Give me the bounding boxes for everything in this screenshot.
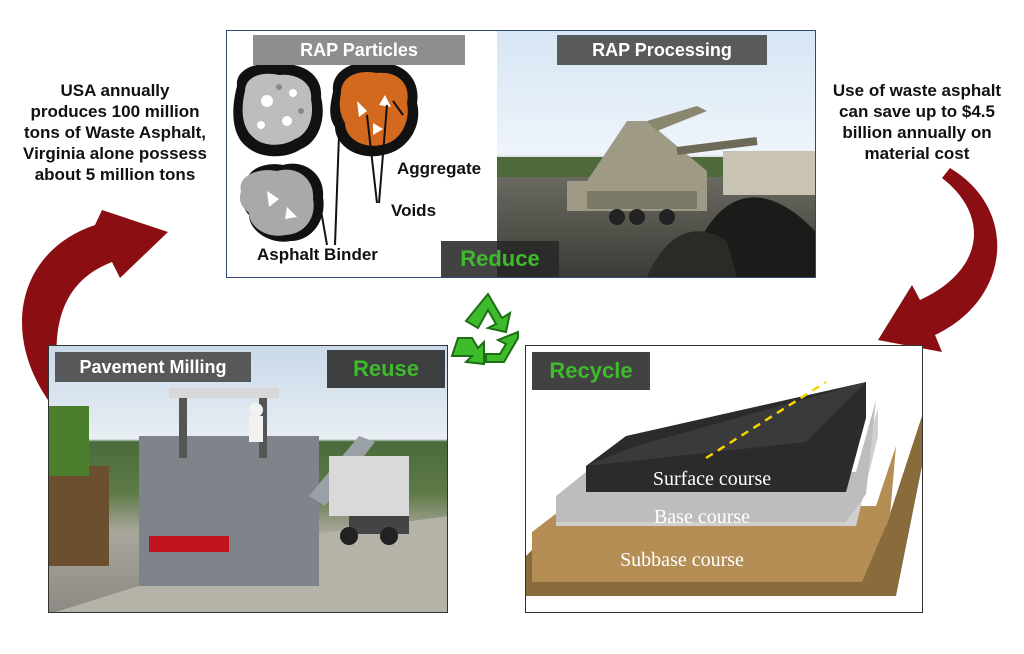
reuse-label: Reuse bbox=[352, 356, 420, 381]
reuse-box: Reuse bbox=[327, 350, 445, 388]
right-note-line: billion annually on bbox=[842, 123, 992, 142]
recycle-box: Recycle bbox=[532, 352, 650, 390]
right-note-line: material cost bbox=[864, 144, 970, 163]
left-note-line: produces 100 million bbox=[30, 102, 200, 121]
rap-processing-photo: RAP Processing bbox=[497, 31, 815, 277]
right-note-line: can save up to $4.5 bbox=[839, 102, 995, 121]
left-note-line: tons of Waste Asphalt, bbox=[24, 123, 206, 142]
reduce-box: Reduce bbox=[441, 241, 559, 277]
left-note-line: about 5 million tons bbox=[34, 165, 196, 184]
processing-machine-illustration bbox=[497, 106, 815, 277]
right-note: Use of waste asphalt can save up to $4.5… bbox=[812, 80, 1022, 164]
milling-panel: Pavement Milling Reuse bbox=[48, 345, 448, 613]
top-panel: RAP Particles Aggregate Voids Asphalt Bi… bbox=[226, 30, 816, 278]
aggregate-label: Aggregate bbox=[397, 159, 482, 178]
layers-panel: Recycle Surface course Base course Subba… bbox=[525, 345, 923, 613]
pavement-layers-illustration bbox=[526, 380, 922, 596]
milling-machine-illustration bbox=[49, 388, 447, 612]
recycle-icon bbox=[450, 292, 519, 366]
voids-label: Voids bbox=[391, 201, 437, 220]
base-course-label: Base course bbox=[653, 506, 751, 528]
rap-processing-title: RAP Processing bbox=[557, 35, 767, 65]
surface-course-label: Surface course bbox=[652, 468, 772, 490]
left-note-line: Virginia alone possess bbox=[23, 144, 207, 163]
right-note-line: Use of waste asphalt bbox=[832, 81, 1002, 100]
asphalt-binder-label: Asphalt Binder bbox=[257, 245, 378, 264]
left-note-line: USA annually bbox=[60, 81, 170, 100]
subbase-course-label: Subbase course bbox=[620, 549, 744, 571]
pavement-milling-title: Pavement Milling bbox=[55, 352, 251, 382]
left-note: USA annually produces 100 million tons o… bbox=[10, 80, 220, 185]
rap-particles-illustration bbox=[233, 62, 419, 246]
recycle-label: Recycle bbox=[549, 358, 633, 383]
rap-particles-title: RAP Particles bbox=[253, 35, 465, 65]
reduce-label: Reduce bbox=[460, 246, 540, 271]
